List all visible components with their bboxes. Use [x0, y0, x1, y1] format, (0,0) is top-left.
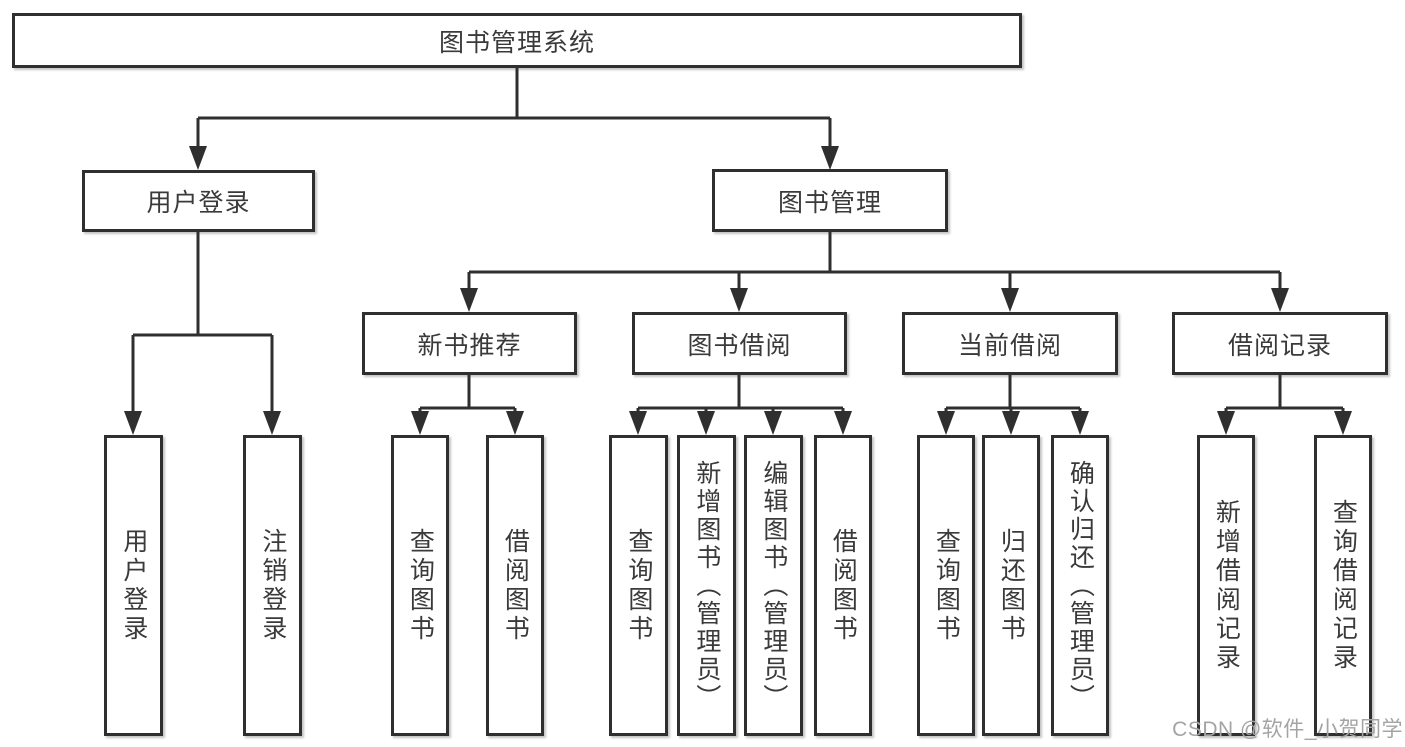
arrowhead	[1217, 411, 1235, 435]
node-root-label: 图书管理系统	[438, 28, 595, 57]
arrowhead	[937, 411, 955, 435]
node-current-borrow-label: 当前借阅	[957, 331, 1062, 360]
node-book-management: 图书管理	[712, 169, 948, 232]
node-book-borrow: 图书借阅	[632, 312, 847, 375]
leaf-add-borrow-record: 新增借阅记录	[1197, 435, 1255, 736]
leaf-user-login: 用户登录	[104, 435, 163, 736]
edges-new-book-recommend	[411, 374, 524, 435]
arrowhead	[506, 411, 524, 435]
edges-root	[189, 66, 839, 170]
node-borrow-records-label: 借阅记录	[1227, 331, 1332, 360]
node-new-book-recommend: 新书推荐	[362, 312, 577, 375]
node-borrow-records: 借阅记录	[1172, 312, 1388, 375]
arrowhead	[834, 411, 852, 435]
arrowhead	[1001, 288, 1019, 312]
arrowhead	[697, 411, 715, 435]
edges-current-borrow	[937, 374, 1089, 435]
node-root: 图书管理系统	[12, 13, 1022, 68]
arrowhead	[460, 288, 478, 312]
edges-user-login	[124, 231, 281, 435]
arrowhead	[629, 411, 647, 435]
arrowhead	[124, 411, 142, 435]
leaf-query-borrow-record: 查询借阅记录	[1314, 435, 1372, 736]
node-new-book-recommend-label: 新书推荐	[417, 331, 522, 360]
arrowhead	[1334, 411, 1352, 435]
arrowhead	[411, 411, 429, 435]
leaf-query-books-borrow: 查询图书	[609, 435, 668, 736]
leaf-query-books-recommend: 查询图书	[391, 435, 449, 736]
leaf-add-books-admin: 新增图书（管理员）	[677, 435, 736, 736]
node-book-borrow-label: 图书借阅	[687, 331, 792, 360]
leaf-borrow-books: 借阅图书	[814, 435, 872, 736]
watermark-csdn: CSDN @软件_小贺同学	[1172, 718, 1403, 741]
arrowhead	[1071, 411, 1089, 435]
leaf-logout: 注销登录	[243, 435, 302, 736]
arrowhead	[189, 146, 207, 170]
arrowhead	[764, 411, 782, 435]
arrowhead	[263, 411, 281, 435]
arrowhead	[1271, 288, 1289, 312]
leaf-confirm-return-admin: 确认归还（管理员）	[1051, 435, 1109, 736]
node-current-borrow: 当前借阅	[902, 312, 1118, 375]
node-book-management-label: 图书管理	[777, 188, 882, 217]
leaf-query-books-current: 查询图书	[917, 435, 975, 736]
arrowhead	[730, 288, 748, 312]
edges-book-borrow	[629, 374, 852, 435]
node-user-login: 用户登录	[82, 170, 315, 232]
arrowhead	[821, 146, 839, 170]
leaf-borrow-books-recommend: 借阅图书	[486, 435, 544, 736]
leaf-edit-books-admin: 编辑图书（管理员）	[744, 435, 803, 736]
leaf-return-books: 归还图书	[982, 435, 1040, 736]
edges-book-management	[460, 231, 1289, 312]
node-user-login-label: 用户登录	[146, 189, 251, 217]
arrowhead	[1002, 411, 1020, 435]
edges-borrow-records	[1217, 374, 1352, 435]
